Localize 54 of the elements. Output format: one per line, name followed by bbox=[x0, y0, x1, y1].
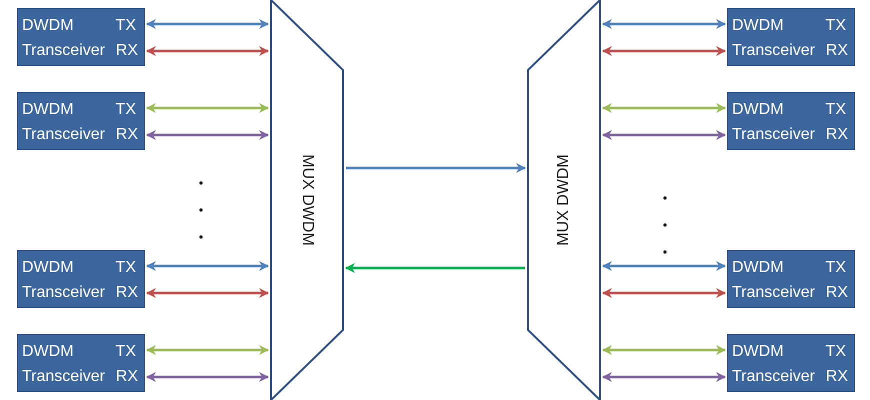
transceiver-label: DWDM Transceiver bbox=[732, 342, 816, 387]
port-label: RX bbox=[826, 283, 848, 303]
transceiver-box bbox=[727, 8, 855, 66]
double-arrow bbox=[146, 103, 269, 113]
double-arrow bbox=[602, 19, 726, 29]
transceiver-box bbox=[727, 250, 855, 308]
arrow bbox=[346, 163, 526, 173]
multiplexer-trapezoid bbox=[270, 0, 344, 400]
port-label: RX bbox=[116, 367, 138, 387]
port-label: TX bbox=[116, 16, 136, 36]
double-arrow bbox=[146, 372, 269, 382]
transceiver-label: DWDM Transceiver bbox=[22, 342, 106, 387]
double-arrow bbox=[602, 46, 726, 56]
transceiver-box bbox=[17, 92, 145, 150]
transceiver-box bbox=[17, 8, 145, 66]
transceiver-label: DWDM Transceiver bbox=[22, 258, 106, 303]
port-label: TX bbox=[116, 100, 136, 120]
port-label: TX bbox=[826, 100, 846, 120]
double-arrow bbox=[146, 345, 269, 355]
double-arrow bbox=[146, 19, 269, 29]
double-arrow bbox=[602, 261, 726, 271]
port-label: RX bbox=[116, 283, 138, 303]
multiplexer-trapezoid bbox=[527, 0, 601, 400]
port-label: TX bbox=[826, 16, 846, 36]
transceiver-box bbox=[727, 334, 855, 392]
port-label: TX bbox=[826, 258, 846, 278]
double-arrow bbox=[602, 130, 726, 140]
double-arrow bbox=[146, 261, 269, 271]
port-label: RX bbox=[826, 41, 848, 61]
port-label: RX bbox=[116, 41, 138, 61]
transceiver-box bbox=[17, 334, 145, 392]
transceiver-box bbox=[17, 250, 145, 308]
transceiver-label: DWDM Transceiver bbox=[22, 100, 106, 145]
port-label: RX bbox=[116, 125, 138, 145]
transceiver-label: DWDM Transceiver bbox=[732, 100, 816, 145]
multiplexer-label: MUX DWDM bbox=[555, 154, 573, 246]
arrow bbox=[345, 263, 525, 273]
port-label: RX bbox=[826, 367, 848, 387]
double-arrow bbox=[602, 372, 726, 382]
port-label: RX bbox=[826, 125, 848, 145]
transceiver-label: DWDM Transceiver bbox=[732, 16, 816, 61]
port-label: TX bbox=[116, 342, 136, 362]
double-arrow bbox=[146, 288, 269, 298]
double-arrow bbox=[146, 130, 269, 140]
port-label: TX bbox=[826, 342, 846, 362]
double-arrow bbox=[146, 46, 269, 56]
port-label: TX bbox=[116, 258, 136, 278]
double-arrow bbox=[602, 345, 726, 355]
double-arrow bbox=[602, 103, 726, 113]
transceiver-label: DWDM Transceiver bbox=[732, 258, 816, 303]
transceiver-label: DWDM Transceiver bbox=[22, 16, 106, 61]
transceiver-box bbox=[727, 92, 855, 150]
multiplexer-label: MUX DWDM bbox=[298, 154, 316, 246]
double-arrow bbox=[602, 288, 726, 298]
